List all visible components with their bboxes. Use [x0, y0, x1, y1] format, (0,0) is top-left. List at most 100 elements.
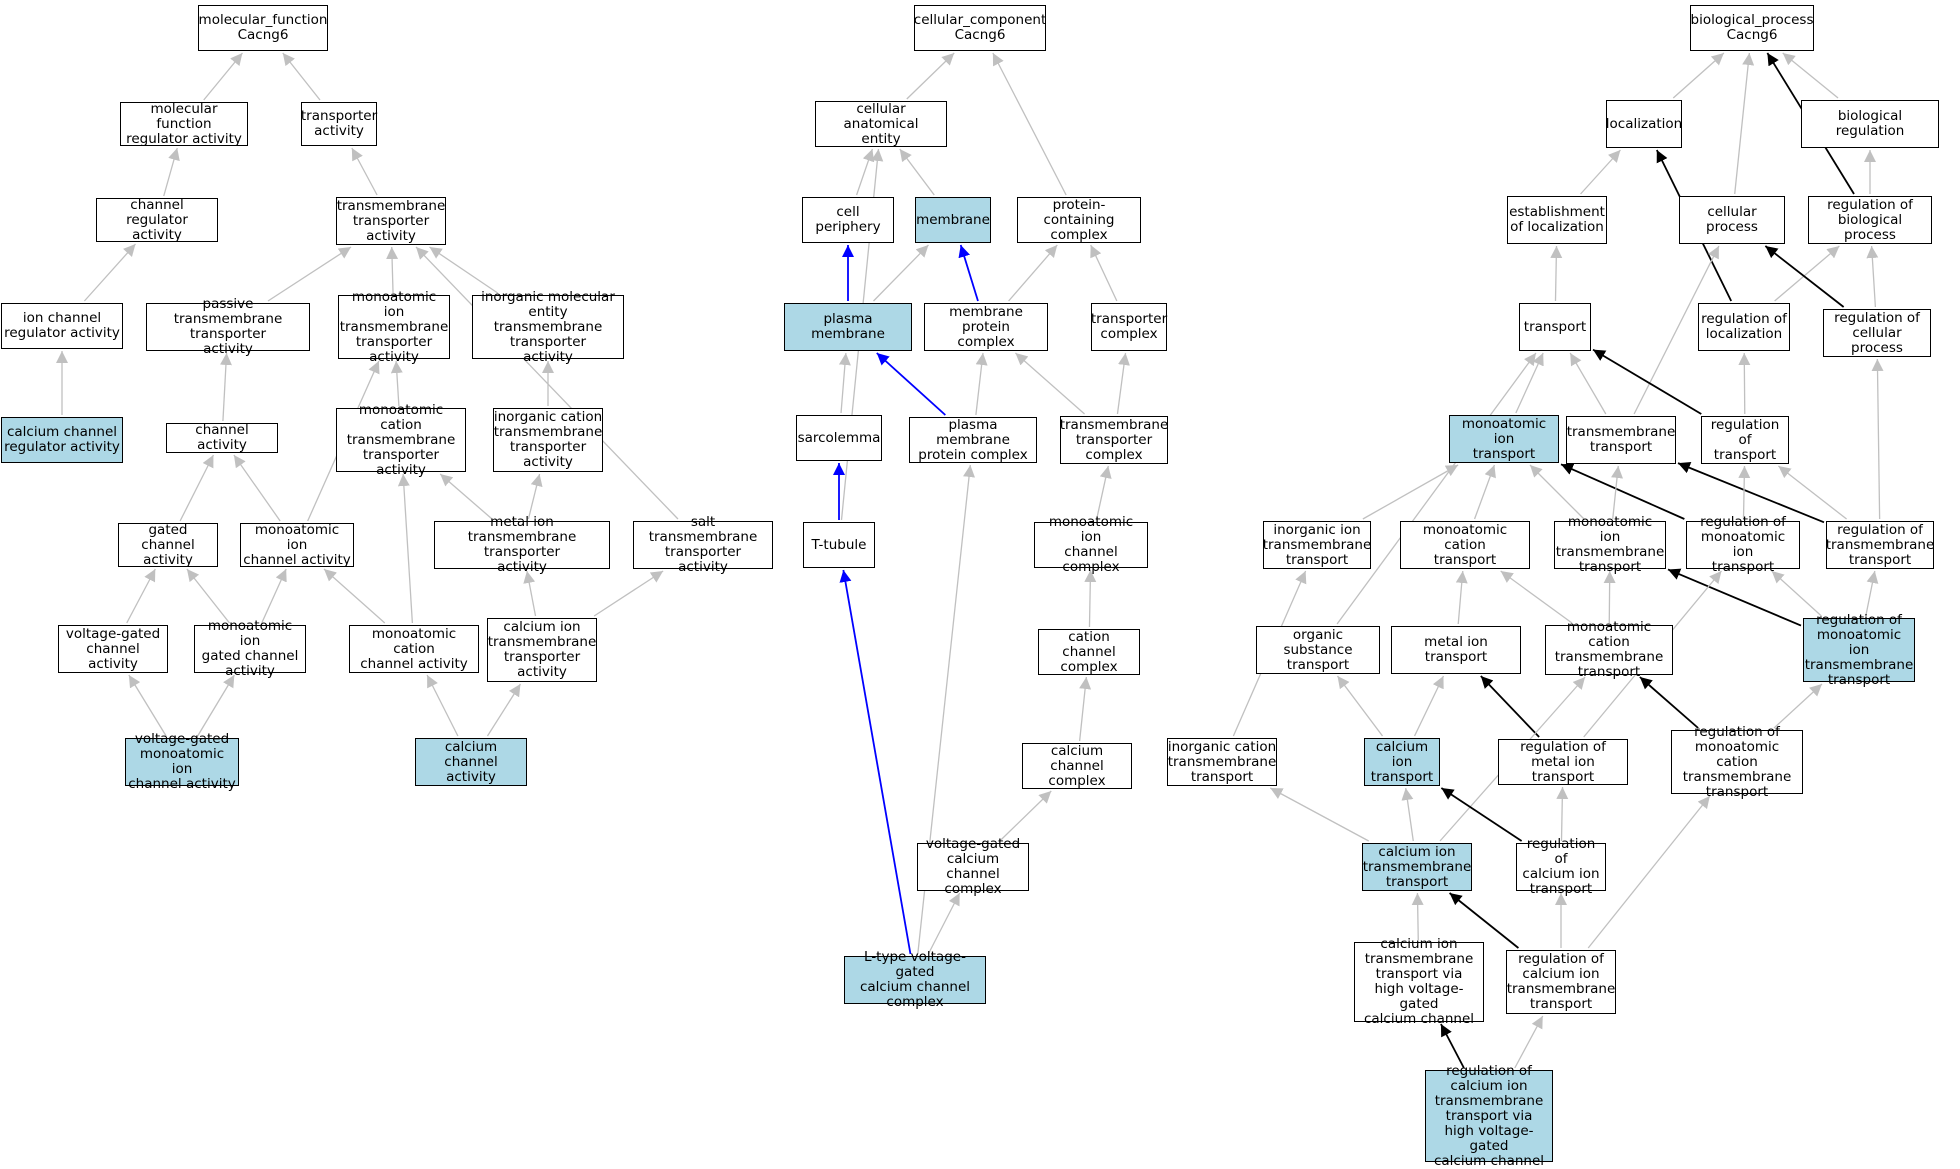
edge-rcit-to-rmit: [1561, 787, 1562, 841]
term-node-vgca: voltage-gated channel activity: [58, 625, 168, 673]
term-node-rbp: regulation of biological process: [1808, 196, 1932, 244]
edge-rmoctt-to-rmoitt: [1774, 684, 1822, 728]
term-node-rloc: regulation of localization: [1698, 303, 1790, 351]
term-node-ost: organic substance transport: [1256, 626, 1380, 674]
term-node-pm: plasma membrane: [784, 303, 912, 351]
term-node-rcit: regulation of calcium ion transport: [1516, 843, 1606, 891]
term-node-vgccc: voltage-gated calcium channel complex: [917, 843, 1029, 891]
term-node-salt: salt transmembrane transporter activity: [633, 521, 773, 569]
edge-mita-to-mocta: [440, 474, 492, 519]
term-node-cca: calcium channel activity: [415, 738, 527, 786]
edge-pm-to-mem: [874, 245, 929, 301]
edge-cp-to-cae: [857, 149, 873, 195]
edge-rmoit-to-moit: [1561, 464, 1684, 519]
term-node-ccreg: calcium channel regulator activity: [1, 417, 123, 463]
term-node-bp: biological_process Cacng6: [1690, 5, 1814, 51]
edge-rtrans-to-rloc: [1744, 353, 1745, 414]
edge-ltype-to-vgccc: [928, 893, 959, 954]
edge-eol-to-loc: [1581, 150, 1621, 194]
term-node-moct: monoatomic cation transport: [1400, 521, 1530, 569]
edge-rcittvg-to-rcitt: [1515, 1016, 1543, 1068]
edge-moitt-to-tmt: [1613, 466, 1619, 519]
term-node-pmpc: plasma membrane protein complex: [909, 417, 1037, 463]
term-node-cha: channel activity: [166, 423, 278, 453]
edge-mpc-to-pcc: [1009, 245, 1058, 301]
term-node-moit: monoatomic ion transport: [1449, 415, 1559, 463]
edge-pmpc-to-mpc: [976, 353, 983, 415]
term-node-catcc: cation channel complex: [1038, 629, 1140, 675]
term-node-cp: cell periphery: [802, 197, 894, 243]
term-node-moica: monoatomic ion channel activity: [240, 523, 354, 567]
edge-gca-to-cha: [180, 455, 213, 521]
term-node-tmt: transmembrane transport: [1566, 416, 1676, 464]
edge-mita-to-icta: [528, 474, 539, 519]
term-node-mpc: membrane protein complex: [924, 303, 1048, 351]
term-node-mit: metal ion transport: [1391, 626, 1521, 674]
edge-cit-to-ost: [1338, 676, 1383, 736]
term-node-mocta: monoatomic cation transmembrane transpor…: [336, 408, 466, 472]
term-node-rcp: regulation of cellular process: [1823, 309, 1931, 357]
term-node-moita: monoatomic ion transmembrane transporter…: [338, 295, 450, 359]
term-node-ta: transporter activity: [301, 102, 377, 146]
term-node-tmta: transmembrane transporter activity: [336, 197, 446, 245]
edge-cca-to-cita: [487, 684, 520, 736]
edge-rmoitt-to-rmoit: [1772, 571, 1822, 616]
edge-imeta-to-tmta: [430, 247, 498, 293]
edge-pmpc-to-pm: [877, 353, 946, 415]
term-node-moigca: monoatomic ion gated channel activity: [194, 625, 306, 673]
term-node-mfreg: molecular function regulator activity: [120, 102, 248, 146]
term-node-moitt: monoatomic ion transmembrane transport: [1554, 521, 1666, 569]
term-node-mita: metal ion transmembrane transporter acti…: [434, 521, 610, 569]
term-node-rcitt: regulation of calcium ion transmembrane …: [1506, 950, 1616, 1014]
edge-chreg-to-mfreg: [164, 148, 178, 196]
term-node-cita: calcium ion transmembrane transporter ac…: [487, 618, 597, 682]
edge-citt-to-ictt: [1270, 788, 1368, 841]
edge-moitt-to-moit: [1530, 465, 1584, 519]
edge-rcp-to-rbp: [1872, 246, 1876, 307]
term-node-icreg: ion channel regulator activity: [1, 303, 123, 349]
edge-icreg-to-chreg: [84, 244, 135, 301]
term-node-ltype: L-type voltage-gated calcium channel com…: [844, 956, 986, 1004]
term-node-tt: T-tubule: [803, 522, 875, 568]
edge-moicc-to-tmtc: [1096, 466, 1108, 520]
edge-ltype-to-tt: [843, 570, 910, 954]
edge-ost-to-trans: [1337, 353, 1536, 624]
edge-tmtc-to-tc: [1117, 353, 1125, 414]
edge-vgmoica-to-moigca: [198, 675, 235, 736]
term-node-mocca: monoatomic cation channel activity: [349, 625, 479, 673]
edge-rmoitt-to-moitt: [1668, 569, 1801, 625]
edge-rloc-to-rbp: [1775, 246, 1840, 301]
edge-mem-to-cae: [900, 149, 935, 195]
edge-rmoctt-to-moctt: [1640, 677, 1698, 728]
edge-rcittvg-to-cittvg: [1441, 1024, 1464, 1068]
term-node-rtmt: regulation of transmembrane transport: [1826, 521, 1934, 569]
edge-vgmoica-to-vgca: [129, 675, 166, 736]
term-node-gca: gated channel activity: [118, 523, 218, 567]
edge-cproc-to-bp: [1735, 53, 1750, 194]
edge-citt-to-cit: [1406, 788, 1414, 841]
edge-tmtc-to-mpc: [1015, 353, 1084, 414]
edge-ccc-to-catcc: [1080, 677, 1087, 741]
term-node-sarc: sarcolemma: [796, 415, 882, 461]
edge-moigca-to-gca: [187, 569, 230, 623]
edge-cha-to-ptta: [223, 353, 227, 421]
term-node-rtrans: regulation of transport: [1701, 416, 1789, 464]
edge-rcit-to-cit: [1441, 788, 1521, 841]
term-node-trans: transport: [1519, 303, 1591, 351]
edge-rtmt-to-rtrans: [1778, 466, 1846, 519]
edge-cita-to-mita: [527, 571, 536, 616]
edge-rtmt-to-rcp: [1877, 359, 1879, 519]
edge-moita-to-tmta: [392, 247, 393, 293]
edge-rmoitt-to-rtmt: [1866, 571, 1875, 616]
term-node-ptta: passive transmembrane transporter activi…: [146, 303, 310, 351]
term-node-chreg: channel regulator activity: [96, 198, 218, 242]
edge-cita-to-salt: [594, 571, 663, 616]
edge-mpc-to-mem: [961, 245, 978, 301]
term-node-vgmoica: voltage-gated monoatomic ion channel act…: [125, 738, 239, 786]
edge-pcc-to-cc: [993, 53, 1066, 195]
edge-rcitt-to-rmoctt: [1588, 796, 1710, 948]
edge-mocca-to-mocta: [403, 474, 412, 623]
edge-cittvg-to-citt: [1417, 893, 1418, 940]
term-node-ccc: calcium channel complex: [1022, 743, 1132, 789]
term-node-citt: calcium ion transmembrane transport: [1362, 843, 1472, 891]
